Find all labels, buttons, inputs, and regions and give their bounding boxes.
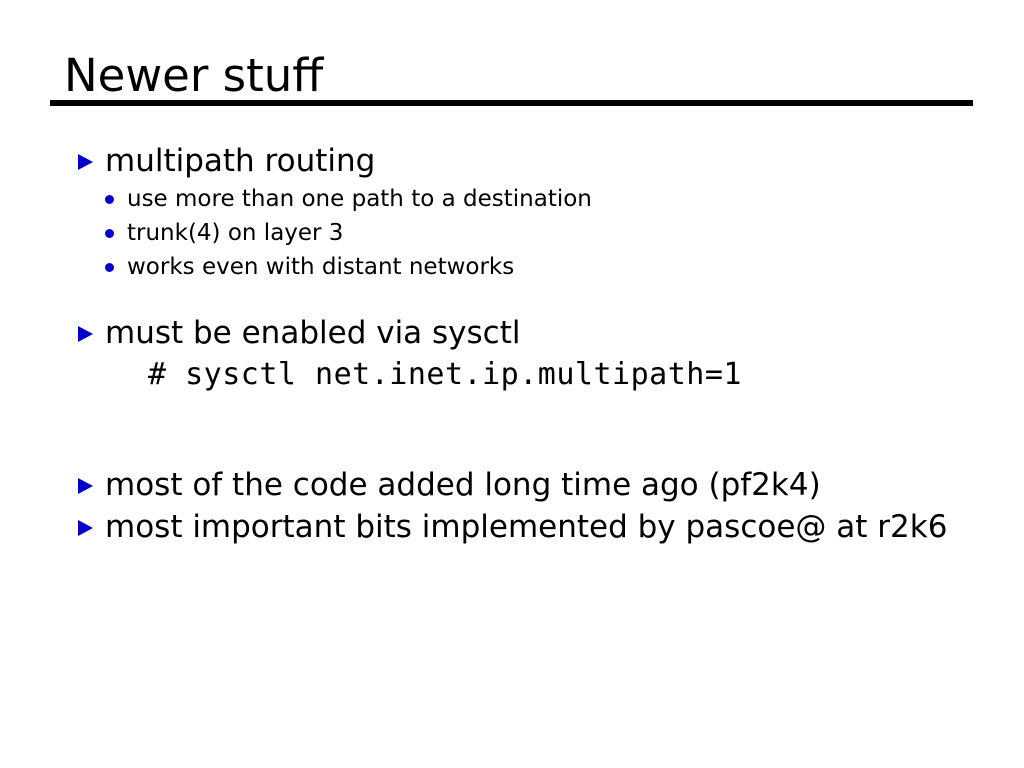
bullet-text: must be enabled via sysctl	[105, 315, 521, 351]
triangle-bullet-icon	[78, 154, 93, 170]
sub-bullet-item-distant-networks: works even with distant networks	[0, 250, 1024, 284]
bullet-group-sysctl: must be enabled via sysctl # sysctl net.…	[0, 312, 1024, 396]
dot-bullet-icon	[105, 195, 114, 204]
page-title: Newer stuff	[64, 49, 324, 102]
bullet-group-multipath: multipath routing use more than one path…	[0, 140, 1024, 284]
sub-bullet-item-trunk-layer3: trunk(4) on layer 3	[0, 216, 1024, 250]
bullet-item-pascoe-r2k6: most important bits implemented by pasco…	[0, 506, 1024, 548]
command-line-sysctl: # sysctl net.inet.ip.multipath=1	[148, 357, 742, 392]
spacer	[0, 396, 1024, 464]
bullet-text: most of the code added long time ago (pf…	[105, 467, 821, 503]
triangle-bullet-icon	[78, 326, 93, 342]
bullet-text: most important bits implemented by pasco…	[105, 509, 948, 545]
sub-bullet-text: trunk(4) on layer 3	[127, 220, 344, 246]
bullet-group-history: most of the code added long time ago (pf…	[0, 464, 1024, 548]
bullet-item-enabled-via-sysctl: must be enabled via sysctl	[0, 312, 1024, 354]
bullet-item-code-added-long-ago: most of the code added long time ago (pf…	[0, 464, 1024, 506]
bullet-text: multipath routing	[105, 143, 376, 179]
sub-bullet-text: works even with distant networks	[127, 254, 515, 280]
triangle-bullet-icon	[78, 520, 93, 536]
slide-body: multipath routing use more than one path…	[0, 140, 1024, 548]
bullet-item-multipath-routing: multipath routing	[0, 140, 1024, 182]
dot-bullet-icon	[105, 263, 114, 272]
sub-bullet-text: use more than one path to a destination	[127, 186, 592, 212]
title-divider	[50, 100, 973, 106]
dot-bullet-icon	[105, 229, 114, 238]
spacer	[0, 284, 1024, 312]
sub-bullet-item-use-more-paths: use more than one path to a destination	[0, 182, 1024, 216]
triangle-bullet-icon	[78, 478, 93, 494]
